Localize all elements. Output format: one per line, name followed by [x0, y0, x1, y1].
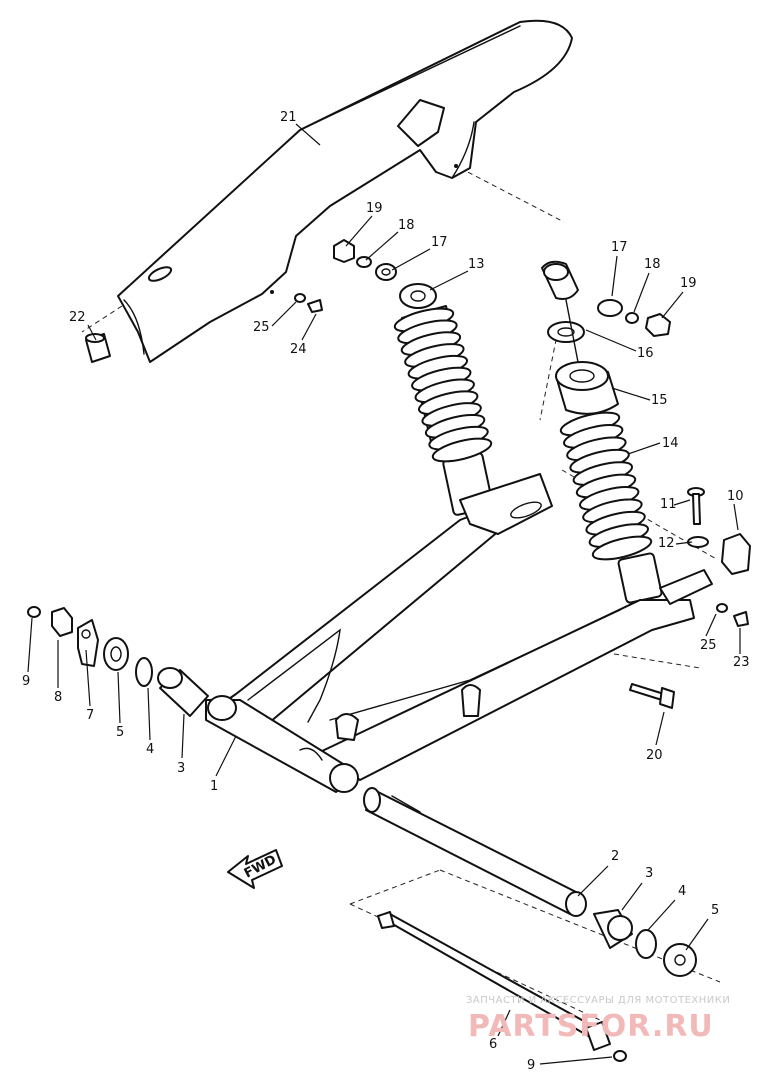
callout-c25a: 25	[253, 320, 270, 335]
callout-c13: 13	[468, 257, 485, 272]
grommet-22	[85, 333, 111, 363]
callout-c23: 23	[733, 655, 750, 670]
bolt-11-washer-12-block-10	[687, 487, 751, 575]
leader-line-c4b	[647, 899, 676, 931]
spring-coil	[431, 437, 493, 463]
leader-line-c3b	[621, 882, 643, 911]
callout-c8: 8	[54, 690, 62, 705]
watermark-tagline: ЗАПЧАСТИ И АКСЕССУАРЫ ДЛЯ МОТОТЕХНИКИ	[466, 995, 730, 1006]
watermark: ЗАПЧАСТИ И АКСЕССУАРЫ ДЛЯ МОТОТЕХНИКИ PA…	[466, 995, 730, 1044]
callout-c6: 6	[489, 1037, 497, 1052]
leader-line-c9b	[539, 1056, 613, 1065]
callout-c4b: 4	[678, 884, 686, 899]
leader-line-c18a	[365, 231, 399, 261]
callout-c20: 20	[646, 748, 663, 763]
callout-c3b: 3	[645, 866, 653, 881]
leader-line-c25b	[705, 613, 717, 637]
swing-arm-1	[205, 473, 713, 793]
callout-c7: 7	[86, 708, 94, 723]
callout-layer: 2122191817132524171819161514111210252320…	[22, 110, 750, 1073]
leader-line-c14	[627, 442, 661, 455]
leader-line-c6	[497, 1009, 511, 1037]
callout-c9a: 9	[22, 674, 30, 689]
leader-line-c5a	[117, 671, 121, 724]
callout-c2: 2	[611, 849, 619, 864]
leader-line-c1	[215, 735, 237, 777]
left-pivot-parts	[27, 606, 209, 717]
leader-line-c3a	[181, 713, 185, 759]
leader-line-c10	[733, 503, 739, 531]
callout-c18a: 18	[398, 218, 415, 233]
leader-line-c20	[655, 711, 665, 746]
callout-c11: 11	[660, 497, 677, 512]
leader-line-c15	[611, 387, 651, 401]
callout-c17a: 17	[431, 235, 448, 250]
callout-c22: 22	[69, 310, 86, 325]
fwd-arrow: FWD	[227, 849, 283, 889]
leader-line-c25a	[271, 301, 297, 327]
washer-bolt-23-25	[716, 603, 749, 627]
callout-c5a: 5	[116, 725, 124, 740]
callout-c19b: 19	[680, 276, 697, 291]
pivot-bolt-6	[377, 911, 627, 1062]
callout-c17b: 17	[611, 240, 628, 255]
leader-line-c9a	[27, 617, 33, 673]
callout-c19a: 19	[366, 201, 383, 216]
callout-c15: 15	[651, 393, 668, 408]
callout-c25b: 25	[700, 638, 717, 653]
callout-c4a: 4	[146, 742, 154, 757]
callout-c18b: 18	[644, 257, 661, 272]
callout-c10: 10	[727, 489, 744, 504]
leader-line-c22	[87, 324, 97, 341]
leader-line-c11	[673, 499, 691, 506]
shock-absorber-13	[393, 283, 494, 516]
leader-line-c2	[577, 865, 609, 897]
bolt-20	[629, 683, 675, 709]
leader-line-c21	[295, 123, 321, 146]
callout-c21: 21	[280, 110, 297, 125]
callout-c16: 16	[637, 346, 654, 361]
leader-line-c16	[585, 329, 637, 352]
leader-line-c12	[675, 541, 693, 545]
leader-line-c17a	[391, 248, 431, 271]
callout-c9b: 9	[527, 1058, 535, 1073]
leader-line-c18b	[633, 272, 650, 313]
leader-line-c7	[85, 649, 91, 707]
callout-c14: 14	[662, 436, 679, 451]
spring-coil	[591, 535, 653, 561]
callout-c24: 24	[290, 342, 307, 357]
shock-absorber-14	[555, 361, 663, 604]
chain-case-21	[117, 19, 573, 363]
leader-line-c19a	[345, 215, 373, 247]
watermark-brand: PARTSFOR.RU	[468, 1009, 714, 1044]
callout-c5b: 5	[711, 903, 719, 918]
leader-line-c19b	[661, 291, 684, 319]
leader-line-c4a	[147, 687, 151, 741]
washer-bolt-24-25	[294, 293, 323, 313]
callout-c3a: 3	[177, 761, 185, 776]
leader-line-c5b	[685, 918, 709, 951]
leader-line-c13	[429, 270, 469, 291]
nut-washer-stack-left	[333, 239, 397, 281]
nut-washer-stack-right	[541, 260, 671, 363]
leader-line-c17b	[611, 255, 618, 297]
pivot-tube-2	[363, 787, 587, 917]
leader-line-c24	[301, 313, 317, 341]
callout-c12: 12	[658, 536, 675, 551]
right-pivot-parts	[593, 909, 697, 977]
callout-c1: 1	[210, 779, 218, 794]
